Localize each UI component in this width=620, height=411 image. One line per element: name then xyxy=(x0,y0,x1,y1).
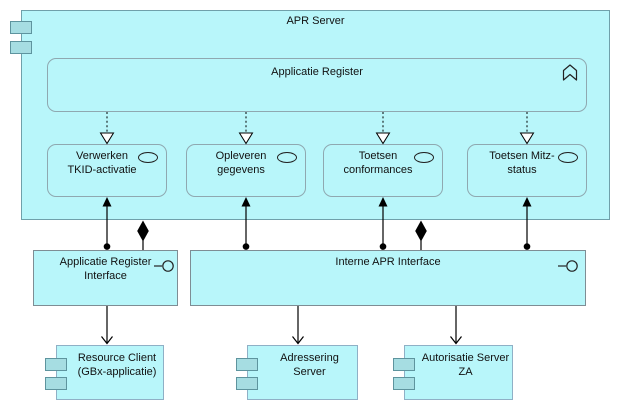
node-applicatie-register: Applicatie Register xyxy=(47,58,587,112)
service-oval-icon xyxy=(414,152,434,163)
component-icon xyxy=(236,358,258,371)
node-label: Toetsen Mitz- status xyxy=(489,150,555,176)
component-icon xyxy=(393,358,415,371)
component-icon xyxy=(236,377,258,390)
composition-diamonds xyxy=(137,220,427,242)
interface-socket-icon xyxy=(154,260,174,272)
component-icon xyxy=(45,377,67,390)
component-icon xyxy=(10,41,32,54)
node-label: Adressering Server xyxy=(280,352,339,378)
service-oval-icon xyxy=(138,152,158,163)
node-adressering-server: Adressering Server xyxy=(236,345,358,400)
node-service-toetsen-conformances: Toetsen conformances xyxy=(323,144,443,197)
node-service-verwerken-tkid-activatie: Verwerken TKID-activatie xyxy=(47,144,167,197)
node-label: Verwerken TKID-activatie xyxy=(67,150,137,176)
node-interne-apr-interface: Interne APR Interface xyxy=(190,250,586,306)
node-label: Applicatie Register Interface xyxy=(59,256,152,282)
service-oval-icon xyxy=(558,152,578,163)
node-autorisatie-server-za: Autorisatie Server ZA xyxy=(393,345,513,400)
node-applicatie-register-interface: Applicatie Register Interface xyxy=(33,250,178,306)
node-label: Autorisatie Server ZA xyxy=(421,352,510,378)
component-icon xyxy=(10,21,32,34)
component-icon xyxy=(45,358,67,371)
node-label: Toetsen conformances xyxy=(343,150,413,176)
node-resource-client: Resource Client (GBx-applicatie) xyxy=(45,345,164,400)
service-oval-icon xyxy=(277,152,297,163)
node-service-toetsen-mitz-status: Toetsen Mitz- status xyxy=(467,144,587,197)
node-label: Interne APR Interface xyxy=(335,256,441,268)
node-label: APR Server xyxy=(286,15,345,27)
node-service-opleveren-gegevens: Opleveren gegevens xyxy=(186,144,306,197)
node-label: Resource Client (GBx-applicatie) xyxy=(77,352,157,378)
function-chevron-icon xyxy=(562,64,578,81)
node-label: Opleveren gegevens xyxy=(215,150,267,176)
node-label: Applicatie Register xyxy=(271,66,363,78)
component-icon xyxy=(393,377,415,390)
composition-lines xyxy=(142,240,422,250)
serving-lines xyxy=(101,306,462,345)
interface-socket-icon xyxy=(558,260,578,272)
